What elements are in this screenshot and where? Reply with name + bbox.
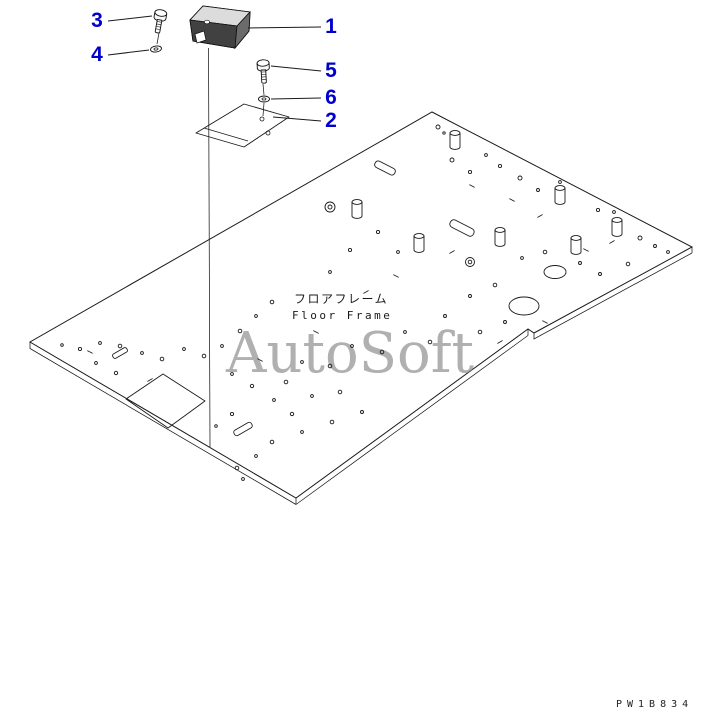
bolt-5 [256,59,271,84]
bolt5-axis-line [262,83,265,96]
frame-label-jp: フロアフレーム [294,292,388,306]
callout-6: 6 [325,86,337,109]
part-code: PW1B834 [616,699,693,710]
bolt-3 [150,8,168,35]
callout-leader-lines [107,15,322,122]
frame-bosses [351,130,623,255]
plate-part [195,103,290,148]
callout-3: 3 [91,9,103,32]
floor-frame-outline [29,111,694,505]
watermark-text: AutoSoft [225,321,475,386]
assembly-center-line [208,47,211,448]
bolt3-axis-line [156,32,160,45]
callout-5: 5 [325,59,337,82]
frame-label-en: Floor Frame [292,309,392,322]
frame-holes [60,124,670,481]
callout-4: 4 [91,43,103,66]
bracket-part [189,5,251,50]
frame-tick-marks [87,184,615,382]
washer-6 [258,95,270,103]
callout-2: 2 [325,109,337,132]
washer-4 [149,44,163,54]
callout-1: 1 [325,15,337,38]
